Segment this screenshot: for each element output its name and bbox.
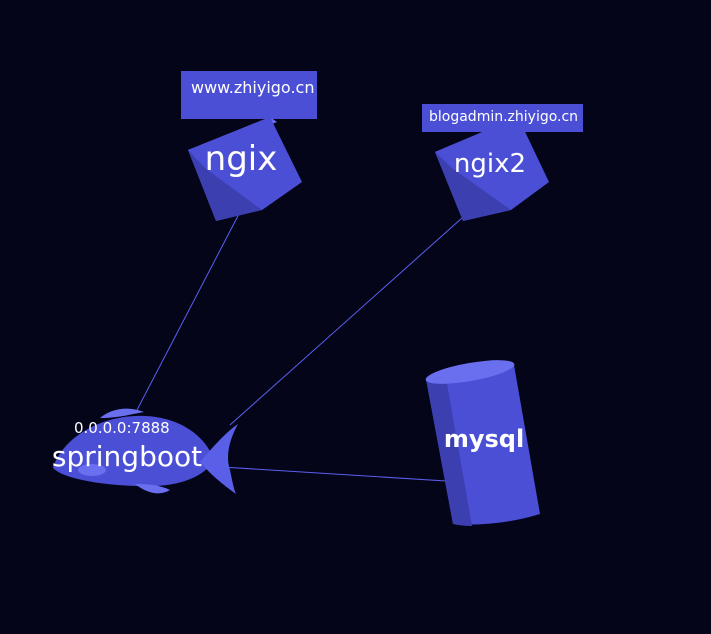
ngix-node[interactable]: ngix (188, 117, 302, 221)
mysql-cylinder-top (425, 360, 515, 384)
edge-springboot-ngix (136, 211, 241, 411)
springboot-fish-fin-top (100, 408, 144, 418)
ngix2-cube-side (435, 152, 511, 221)
ngix2-label: ngix2 (454, 149, 526, 179)
ngix-domain-tag: www.zhiyigo.cn (181, 71, 317, 119)
ngix2-node[interactable]: ngix2 (435, 117, 549, 221)
mysql-node[interactable]: mysql (424, 355, 540, 526)
springboot-node[interactable]: springboot (52, 408, 238, 494)
edge-springboot-ngix2 (229, 217, 463, 426)
ngix2-domain-tag: blogadmin.zhiyigo.cn (422, 104, 583, 132)
springboot-label: springboot (52, 440, 202, 473)
springboot-fish-tail (200, 424, 238, 494)
ngix-cube-side (188, 150, 262, 221)
springboot-address-label: 0.0.0.0:7888 (74, 419, 170, 437)
mysql-cylinder-shade (426, 378, 472, 526)
ngix-label: ngix (205, 139, 278, 179)
mysql-label: mysql (444, 425, 524, 453)
springboot-fish-gill (78, 464, 106, 476)
springboot-fish-fin-bottom (135, 484, 170, 494)
edge-springboot-mysql (221, 466, 447, 482)
edges (136, 211, 463, 482)
